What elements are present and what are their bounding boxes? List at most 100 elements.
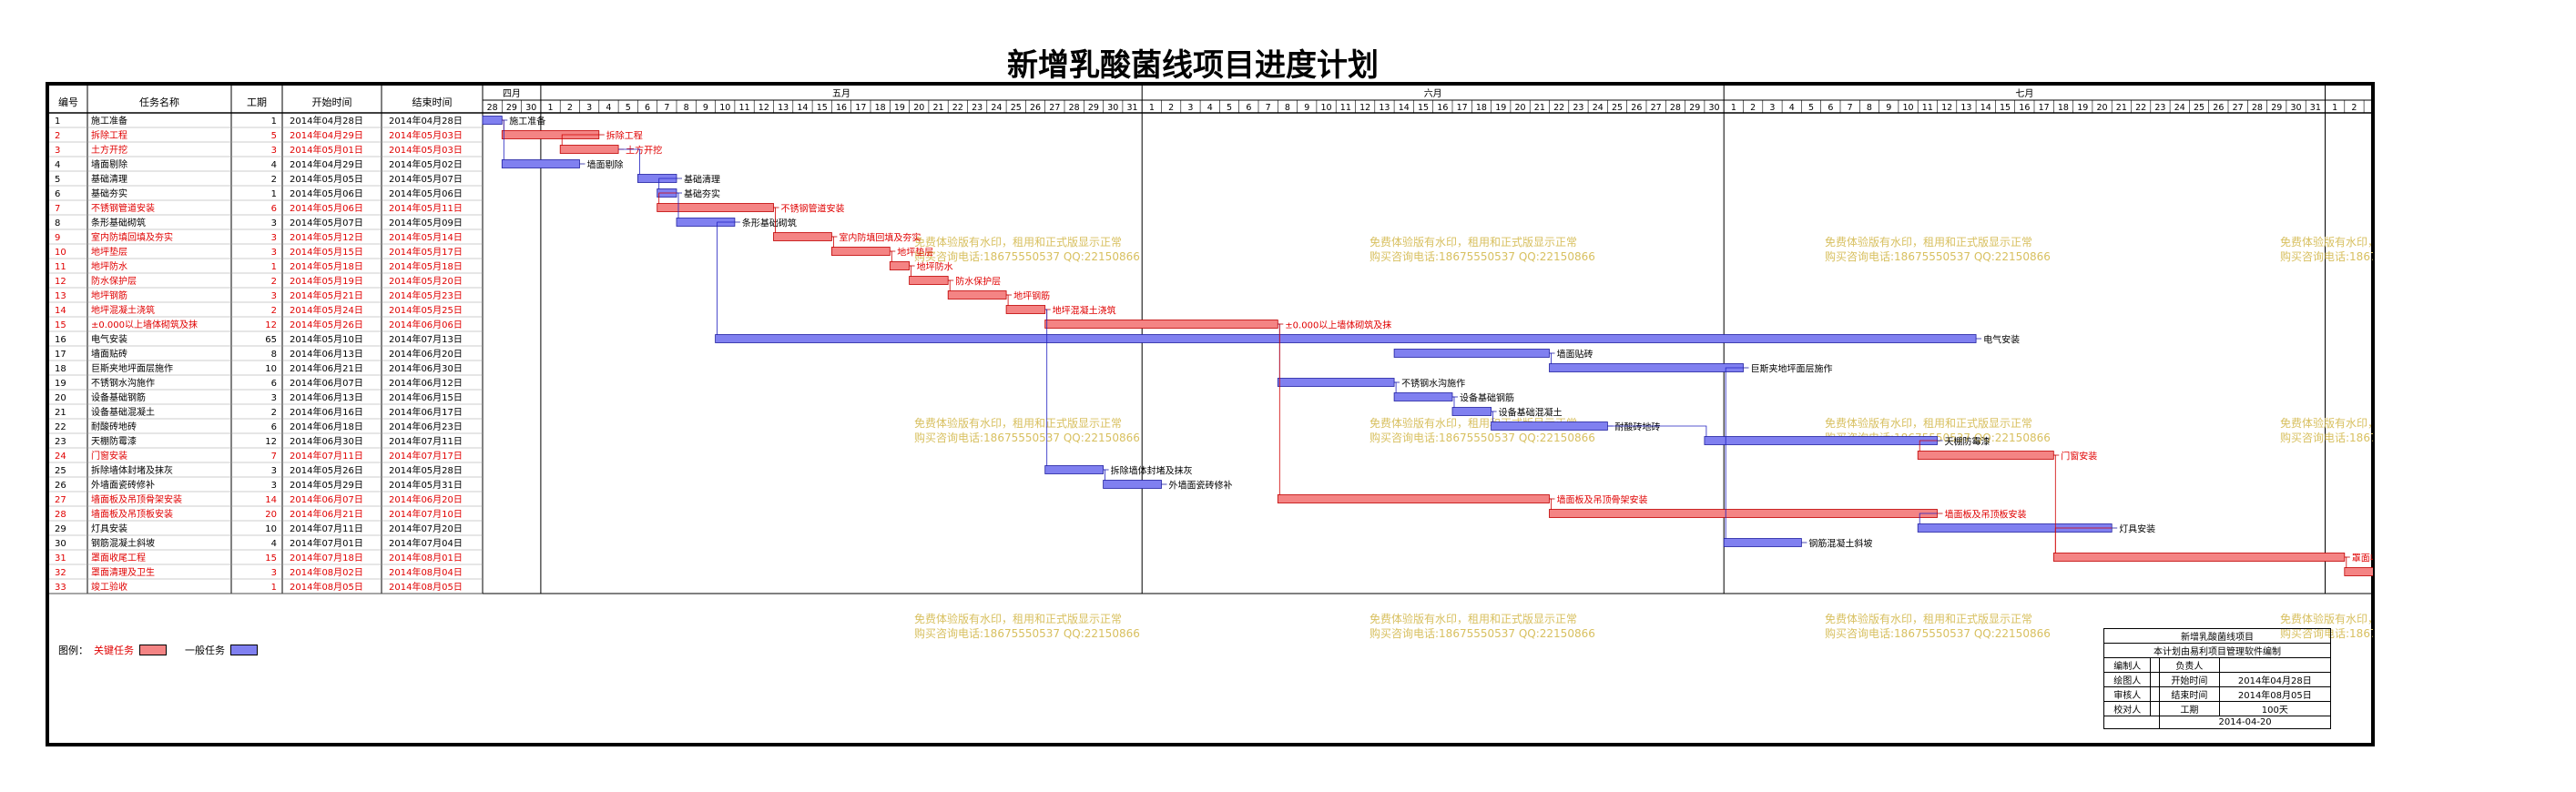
task-id: 8	[55, 218, 60, 228]
day-label: 25	[1011, 103, 1022, 113]
day-label: 31	[2310, 103, 2321, 113]
bar-label: 拆除工程	[606, 130, 643, 142]
task-end: 2014年06月20日	[389, 348, 463, 360]
day-label: 30	[525, 103, 536, 113]
bar-label: 地坪防水	[917, 261, 953, 273]
dependency-link	[658, 178, 677, 189]
month-label: 六月	[1424, 88, 1442, 99]
dependency-link	[1607, 425, 1707, 437]
task-name: 地坪混凝土浇筑	[91, 304, 155, 316]
watermark-line1: 免费体验版有水印，租用和正式版显示正常	[1825, 612, 2032, 625]
task-id: 2	[55, 131, 60, 141]
day-label: 27	[2233, 103, 2244, 113]
task-end: 2014年05月23日	[389, 289, 463, 301]
task-start: 2014年06月07日	[290, 493, 363, 505]
watermark-line2: 购买咨询电话:18675550537 QQ:22150866	[914, 431, 1140, 444]
day-label: 12	[1359, 103, 1370, 113]
day-label: 10	[1903, 103, 1914, 113]
day-label: 17	[2039, 103, 2050, 113]
task-id: 29	[55, 524, 66, 534]
day-label: 8	[1285, 103, 1290, 113]
task-bar	[501, 159, 580, 168]
day-label: 13	[778, 103, 789, 113]
task-name: 灯具安装	[91, 523, 127, 534]
task-duration: 10	[265, 524, 277, 534]
task-id: 30	[55, 539, 66, 549]
day-label: 4	[1789, 103, 1795, 113]
dependency-link	[561, 134, 599, 146]
task-bar	[1044, 320, 1278, 329]
day-label: 2	[1168, 103, 1174, 113]
info-reviewer: 审核人	[2103, 686, 2152, 702]
dependency-link	[502, 119, 504, 160]
info-software: 本计划由易利项目管理软件编制	[2103, 643, 2331, 658]
task-id: 17	[55, 350, 66, 360]
task-end: 2014年06月23日	[389, 421, 463, 432]
bar-label: 设备基础钢筋	[1460, 392, 1514, 404]
task-bar	[1277, 378, 1395, 387]
dependency-link	[1725, 367, 1744, 539]
task-id: 21	[55, 408, 66, 418]
task-start: 2014年08月02日	[290, 566, 363, 578]
task-end: 2014年07月10日	[389, 508, 463, 520]
task-duration: 12	[265, 320, 277, 330]
day-label: 23	[1573, 103, 1583, 113]
task-duration: 14	[265, 495, 277, 505]
day-label: 8	[1867, 103, 1872, 113]
day-label: 24	[991, 103, 1002, 113]
info-leader: 负责人	[2159, 657, 2220, 673]
legend-critical-label: 关键任务	[94, 645, 134, 656]
bar-label: 条形基础砌筑	[742, 218, 797, 229]
task-bar	[1005, 305, 1046, 314]
bar-label: 施工准备	[509, 116, 545, 127]
task-start: 2014年04月29日	[290, 158, 363, 170]
task-name: 设备基础混凝土	[91, 406, 155, 418]
task-bar	[1103, 480, 1162, 489]
task-id: 15	[55, 320, 66, 330]
day-label: 7	[1848, 103, 1853, 113]
task-id: 22	[55, 422, 66, 432]
task-bar	[1393, 392, 1453, 401]
day-label: 26	[1030, 103, 1041, 113]
task-end: 2014年06月17日	[389, 406, 463, 418]
task-end: 2014年07月04日	[389, 537, 463, 549]
day-label: 31	[1127, 103, 1138, 113]
day-label: 22	[1553, 103, 1564, 113]
dependency-link	[1919, 440, 1938, 452]
dependency-link	[1044, 309, 1048, 466]
day-label: 4	[1207, 103, 1213, 113]
task-name: 拆除墙体封堵及抹灰	[91, 464, 173, 476]
task-duration: 1	[271, 189, 277, 199]
task-duration: 20	[265, 510, 277, 520]
task-end: 2014年07月11日	[389, 435, 463, 447]
watermark-line1: 免费体验版有水印，租用和正式版显示正常	[2280, 235, 2373, 249]
legend-critical-swatch	[139, 645, 167, 655]
task-start: 2014年05月19日	[290, 275, 363, 287]
dependency-link	[2054, 527, 2113, 553]
task-start: 2014年07月01日	[290, 537, 363, 549]
task-id: 16	[55, 335, 66, 345]
watermark-line2: 购买咨询电话:18675550537 QQ:22150866	[1825, 626, 2051, 640]
day-label: 13	[1379, 103, 1390, 113]
bar-label: 地坪钢筋	[1013, 290, 1050, 302]
task-name: 巨斯夹地坪面层施作	[91, 362, 173, 374]
dependency-link	[1919, 513, 1938, 524]
watermark-line1: 免费体验版有水印，租用和正式版显示正常	[914, 416, 1122, 430]
day-label: 2	[567, 103, 573, 113]
task-id: 6	[55, 189, 60, 199]
task-end: 2014年05月07日	[389, 173, 463, 185]
header-name: 任务名称	[139, 96, 179, 108]
day-label: 12	[1941, 103, 1952, 113]
task-end: 2014年05月03日	[389, 129, 463, 141]
task-start: 2014年06月07日	[290, 377, 363, 389]
task-duration: 3	[271, 481, 277, 491]
dependency-link	[948, 279, 951, 291]
task-start: 2014年05月10日	[290, 333, 363, 345]
day-label: 4	[606, 103, 611, 113]
task-start: 2014年05月06日	[290, 188, 363, 199]
task-name: 墙面剔除	[91, 158, 127, 170]
dependency-link	[2344, 556, 2347, 568]
day-label: 21	[933, 103, 944, 113]
day-label: 28	[1069, 103, 1080, 113]
bar-label: 钢筋混凝土斜坡	[1808, 538, 1872, 550]
